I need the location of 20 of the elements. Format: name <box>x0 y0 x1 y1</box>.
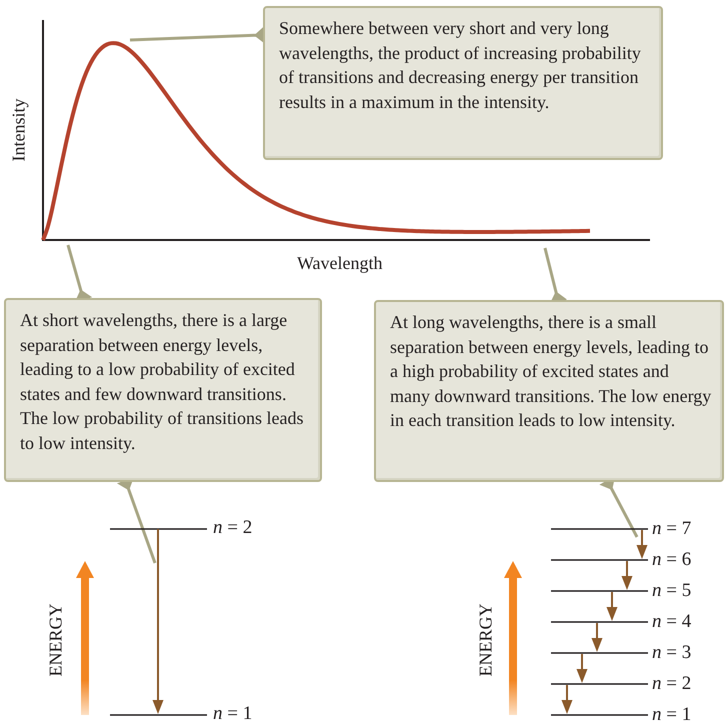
level-label: n = 4 <box>652 612 692 632</box>
callout-text: Somewhere between very short and very long wavelengths, the product of increasing probability of transitions and decreasing energy per transition results in a maximum in the intensity. <box>279 17 642 114</box>
level-label: n = 2 <box>652 674 692 694</box>
callout-text: At short wavelengths, there is a large separation between energy levels, leading to a low probability of excited states and few downward transitions. The low probability of transitions leads to low intensity. <box>20 309 304 455</box>
axis-title: Intensity <box>8 98 28 162</box>
level-label: n = 7 <box>652 519 692 539</box>
level-label: n = 1 <box>213 704 252 722</box>
callout-box <box>263 6 663 160</box>
level-label: n = 3 <box>652 643 692 663</box>
level-label: n = 5 <box>652 581 692 601</box>
axis-title: ENERGY <box>45 604 65 676</box>
callout-box <box>4 298 322 482</box>
callout-text: At long wavelengths, there is a small separation between energy levels, leading to a high probability of excited states and many downward transitions. The low energy in each transition leads to low intensity. <box>390 311 712 432</box>
level-label: n = 1 <box>652 705 692 722</box>
callout-box <box>374 300 724 482</box>
level-label: n = 2 <box>213 518 252 538</box>
level-label: n = 6 <box>652 550 692 570</box>
axis-title: Wavelength <box>297 253 383 273</box>
axis-title: ENERGY <box>475 604 495 676</box>
leader-line <box>130 26 266 44</box>
